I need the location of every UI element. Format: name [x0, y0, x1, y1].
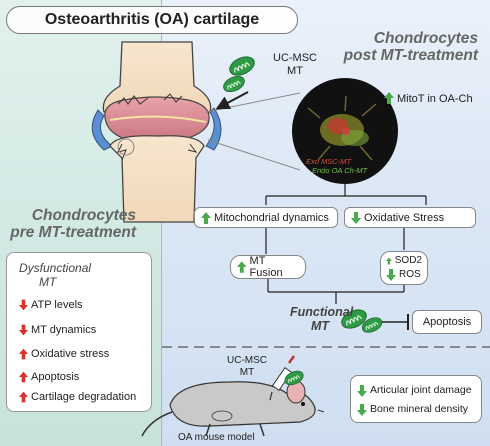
- down-arrow-icon: [19, 299, 28, 311]
- up-arrow-icon: [19, 348, 28, 360]
- up-arrow-icon: [386, 257, 392, 265]
- up-arrow-icon: [19, 371, 28, 383]
- up-arrow-icon: [201, 211, 211, 224]
- down-arrow-icon: [351, 211, 361, 224]
- up-arrow-icon: [237, 261, 247, 273]
- mitochondrion-icon: [220, 72, 248, 96]
- mt-fusion-box: MT Fusion: [230, 255, 306, 279]
- oxidative-stress-box: Oxidative Stress: [344, 207, 476, 228]
- up-arrow-icon: [19, 391, 28, 403]
- list-item: Cartilage degradation: [19, 391, 136, 403]
- list-item: Oxidative stress: [19, 348, 109, 360]
- mito-dynamics-box: Mitochondrial dynamics: [194, 207, 338, 228]
- mitot-label: MitoT in OA-Ch: [384, 92, 473, 105]
- title: Osteoarthritis (OA) cartilage: [6, 6, 298, 34]
- down-arrow-icon: [357, 384, 367, 397]
- sod2-ros-box: SOD2 ROS: [380, 251, 428, 285]
- micro-label-exo: Exo MSC-MT: [306, 157, 351, 166]
- dysfunctional-mt-box: Dysfunctional MT ATP levels MT dynamics …: [6, 252, 152, 412]
- list-item: Apoptosis: [19, 371, 79, 383]
- microscopy-image: [292, 78, 398, 184]
- list-item: Bone mineral density: [357, 400, 475, 419]
- post-heading: Chondrocytes post MT-treatment: [343, 30, 478, 64]
- mouse-caption: OA mouse model: [178, 432, 255, 443]
- list-item: ATP levels: [19, 299, 83, 311]
- down-arrow-icon: [357, 403, 367, 416]
- functional-mt-label: Functional MT: [290, 305, 354, 333]
- dysfunctional-mt-label: Dysfunctional MT: [19, 261, 92, 289]
- pre-heading: Chondrocytes pre MT-treatment: [10, 207, 136, 241]
- mouse-outcome-box: Articular joint damage Bone mineral dens…: [350, 375, 482, 423]
- mitochondrion-icon: [226, 52, 258, 80]
- up-arrow-icon: [384, 92, 394, 104]
- list-item: Articular joint damage: [357, 381, 475, 400]
- list-item: MT dynamics: [19, 324, 96, 336]
- mouse-illustration: [141, 380, 325, 437]
- apoptosis-box: Apoptosis: [412, 310, 482, 334]
- knee-joint-illustration: [91, 41, 222, 223]
- ucmsc-mouse-label: UC-MSC MT: [227, 355, 267, 378]
- micro-label-endo: Endo OA Ch-MT: [312, 166, 368, 175]
- ucmsc-mt-label: UC-MSC MT: [273, 52, 317, 77]
- down-arrow-icon: [386, 269, 396, 281]
- down-arrow-icon: [19, 324, 28, 336]
